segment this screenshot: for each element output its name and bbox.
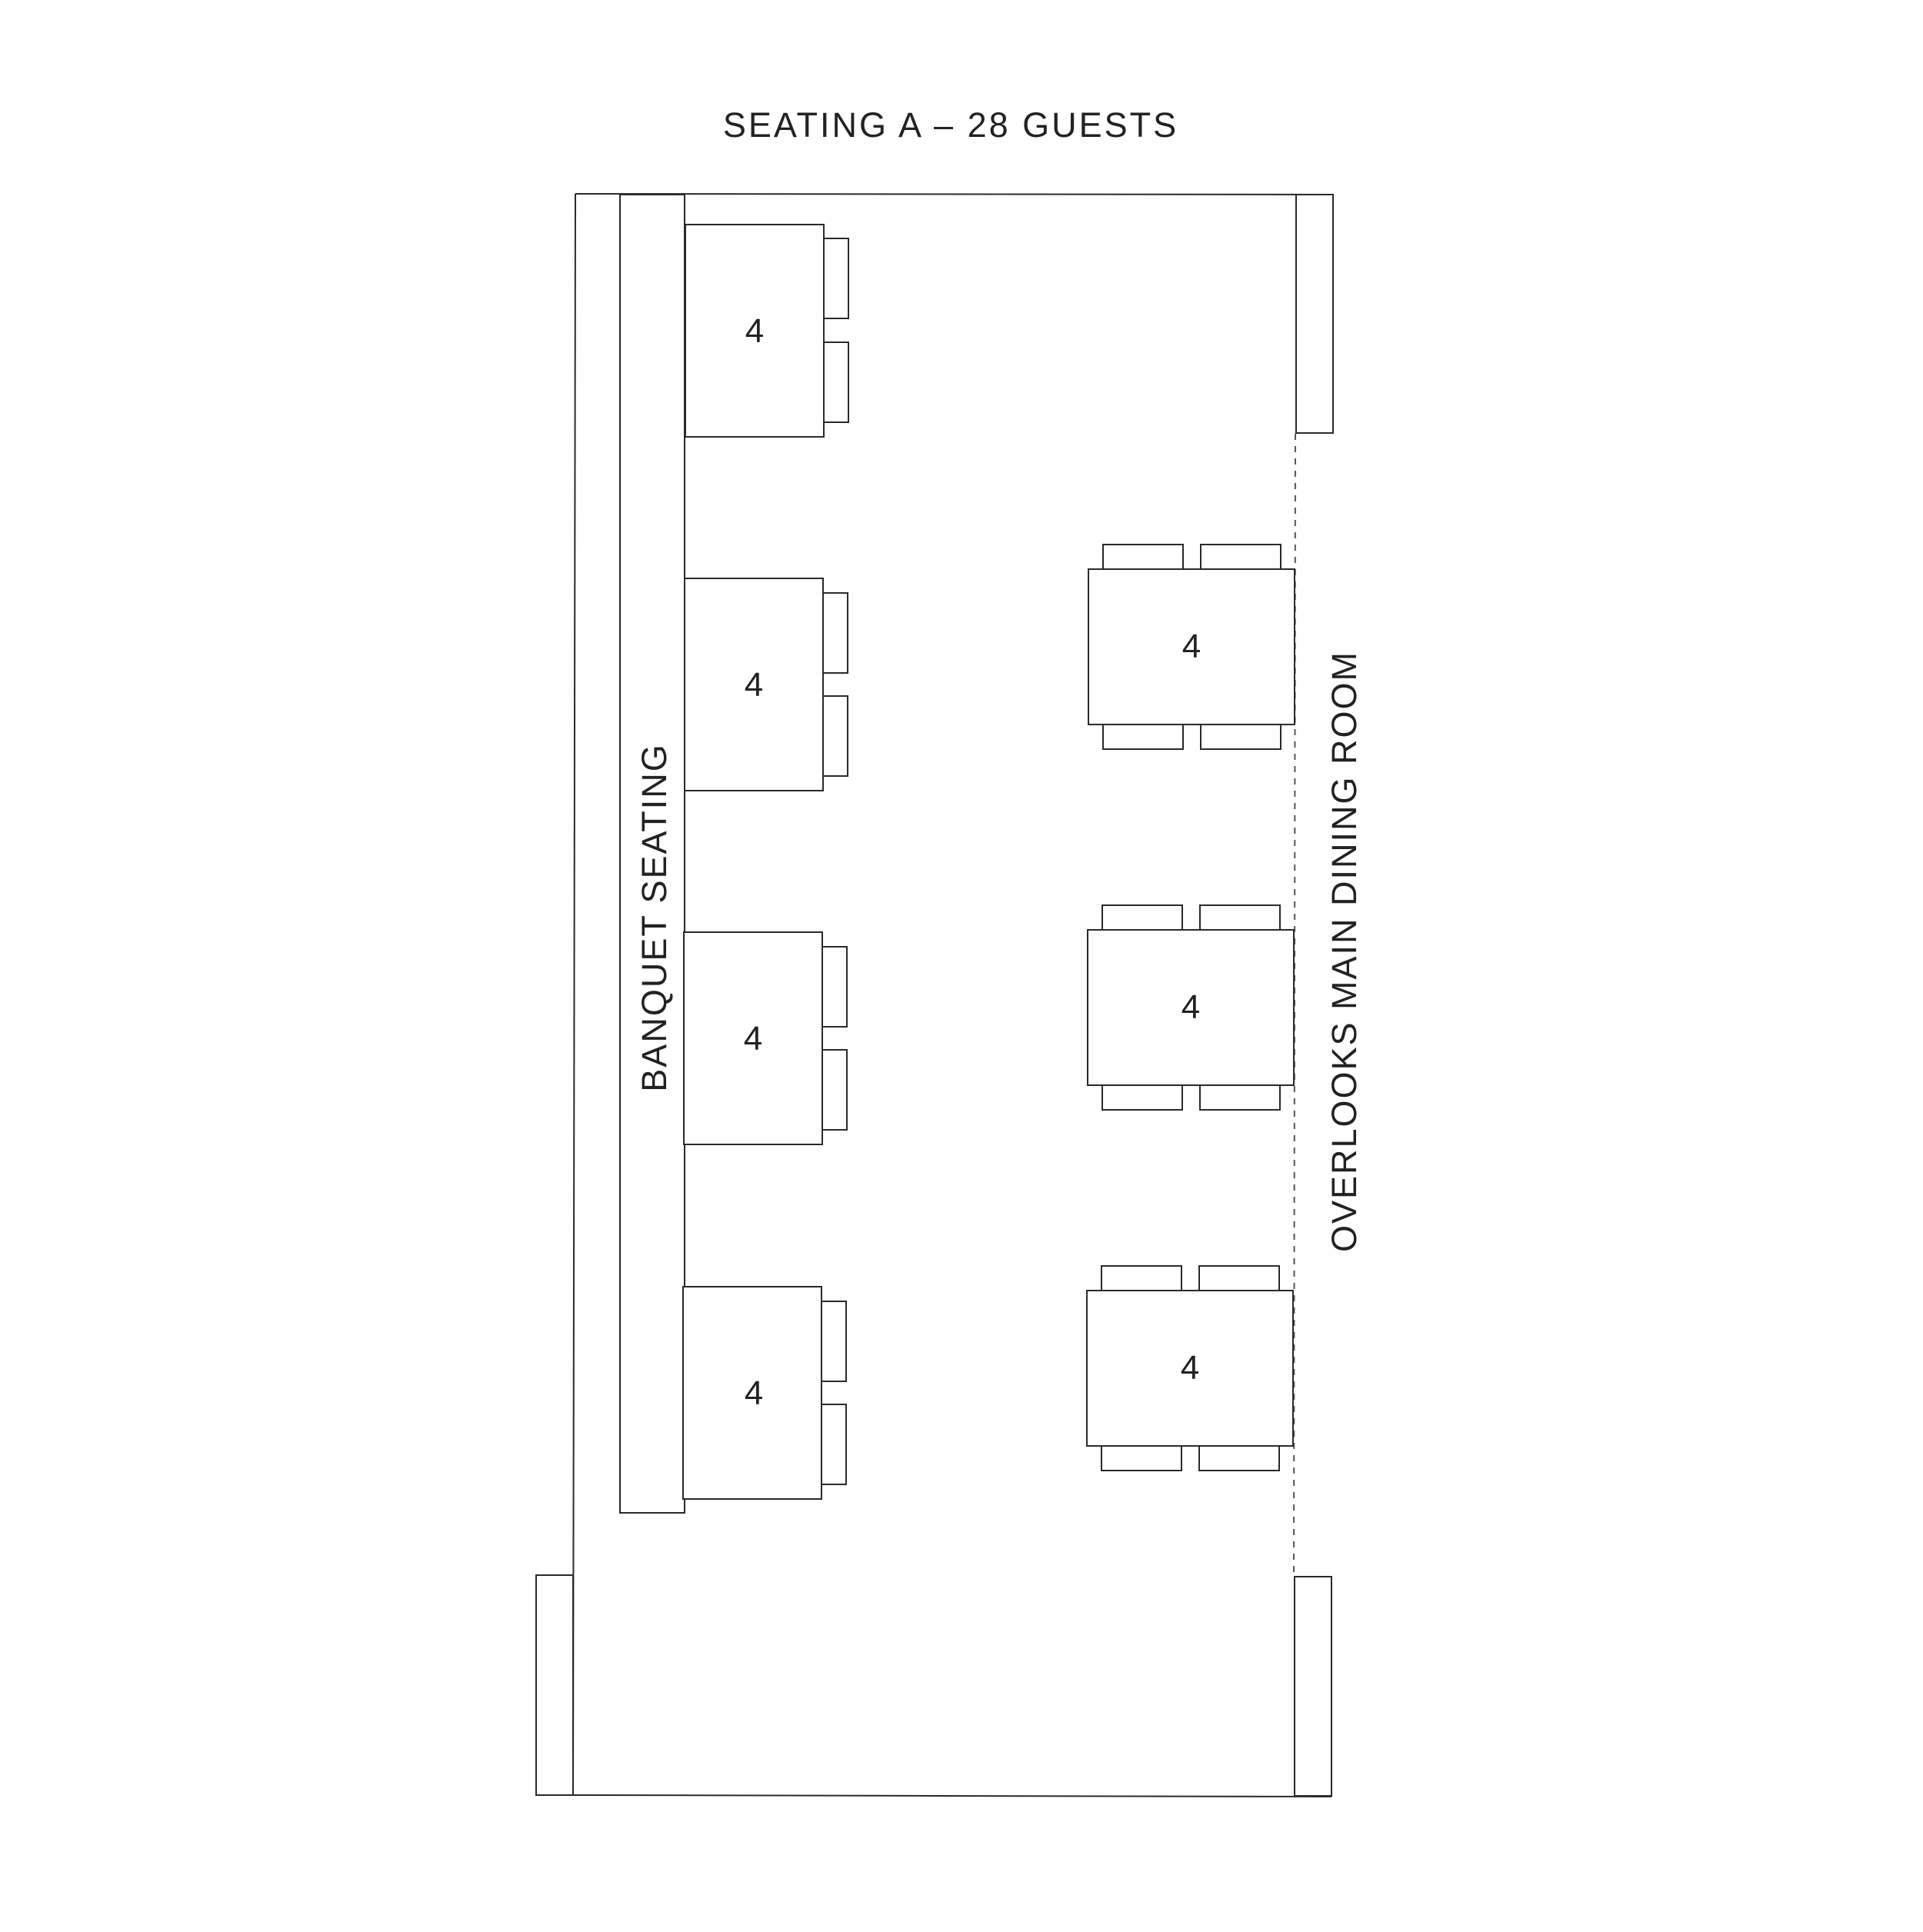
seat-count: 4: [1182, 628, 1201, 665]
table-top: [1087, 929, 1295, 1086]
banquet-tables: 4 4 4 4: [682, 224, 849, 1500]
banquet-seating-label: BANQUET SEATING: [635, 743, 674, 1091]
west-wall: [572, 193, 576, 1796]
chair: [1102, 724, 1184, 750]
chair: [1200, 724, 1281, 750]
table-top: [683, 931, 823, 1145]
chair: [823, 238, 849, 319]
chair: [1102, 544, 1184, 570]
chair: [822, 592, 848, 674]
chair: [1198, 1265, 1280, 1291]
table-top: [682, 1286, 822, 1500]
pillar-southeast: [1294, 1576, 1332, 1797]
free-table-1[interactable]: 4: [1088, 544, 1295, 750]
banquet-table-4[interactable]: 4: [682, 1286, 847, 1500]
seat-count: 4: [744, 1020, 762, 1058]
banquet-bench-body: [619, 194, 685, 1514]
chair: [1199, 904, 1281, 931]
freestanding-tables: 4 4 4: [1086, 544, 1295, 1471]
banquet-table-2[interactable]: 4: [684, 578, 848, 791]
north-wall: [575, 193, 1332, 195]
plan-title: SEATING A – 28 GUESTS: [723, 105, 1178, 145]
chair: [821, 1301, 847, 1382]
chair: [821, 1404, 847, 1485]
wall-pillars: [535, 194, 1334, 1797]
table-top: [1088, 568, 1295, 725]
seat-count: 4: [745, 666, 763, 704]
seat-count: 4: [745, 312, 764, 350]
free-table-3[interactable]: 4: [1086, 1265, 1294, 1471]
table-top: [1086, 1290, 1294, 1447]
chair: [1101, 1445, 1182, 1471]
overlook-label: OVERLOOKS MAIN DINING ROOM: [1325, 651, 1364, 1252]
banquet-table-1[interactable]: 4: [685, 224, 849, 438]
chair: [822, 946, 848, 1028]
pillar-southwest: [535, 1574, 574, 1796]
chair: [1198, 1445, 1280, 1471]
seat-count: 4: [745, 1374, 763, 1412]
chair: [823, 341, 849, 423]
chair: [822, 695, 848, 777]
chair: [1200, 544, 1281, 570]
banquet-table-3[interactable]: 4: [683, 931, 848, 1145]
south-wall: [572, 1794, 1332, 1797]
table-top: [685, 224, 825, 438]
chair: [1101, 1084, 1183, 1111]
chair: [1101, 1265, 1182, 1291]
banquet-bench: BANQUET SEATING: [619, 194, 685, 1514]
chair: [1199, 1084, 1281, 1111]
chair: [822, 1049, 848, 1131]
chair: [1101, 904, 1183, 931]
seat-count: 4: [1181, 1349, 1199, 1387]
pillar-northeast: [1295, 194, 1334, 434]
seat-count: 4: [1181, 988, 1200, 1026]
table-top: [684, 578, 824, 791]
free-table-2[interactable]: 4: [1087, 904, 1295, 1111]
